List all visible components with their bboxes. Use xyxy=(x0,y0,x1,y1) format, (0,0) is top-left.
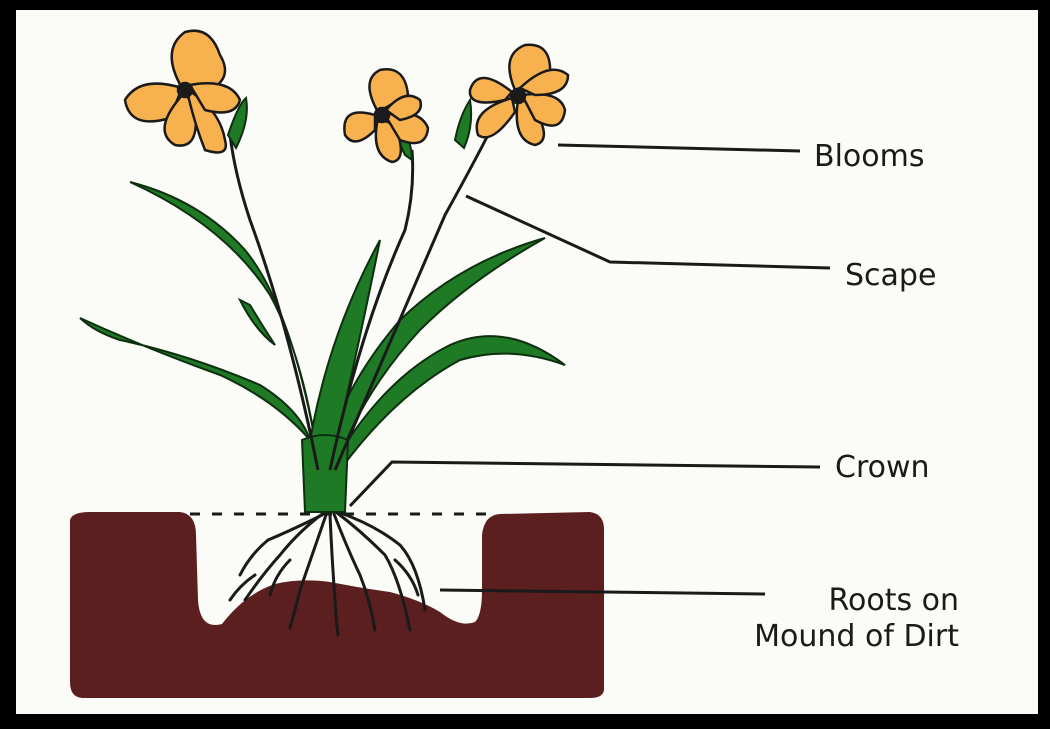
label-blooms: Blooms xyxy=(814,139,924,175)
crown-base xyxy=(302,435,348,512)
label-roots: Roots on Mound of Dirt xyxy=(697,583,959,655)
label-scape: Scape xyxy=(845,258,936,294)
label-crown: Crown xyxy=(835,450,930,486)
label-roots-line1: Roots on xyxy=(697,583,959,619)
label-roots-line2: Mound of Dirt xyxy=(697,619,959,655)
